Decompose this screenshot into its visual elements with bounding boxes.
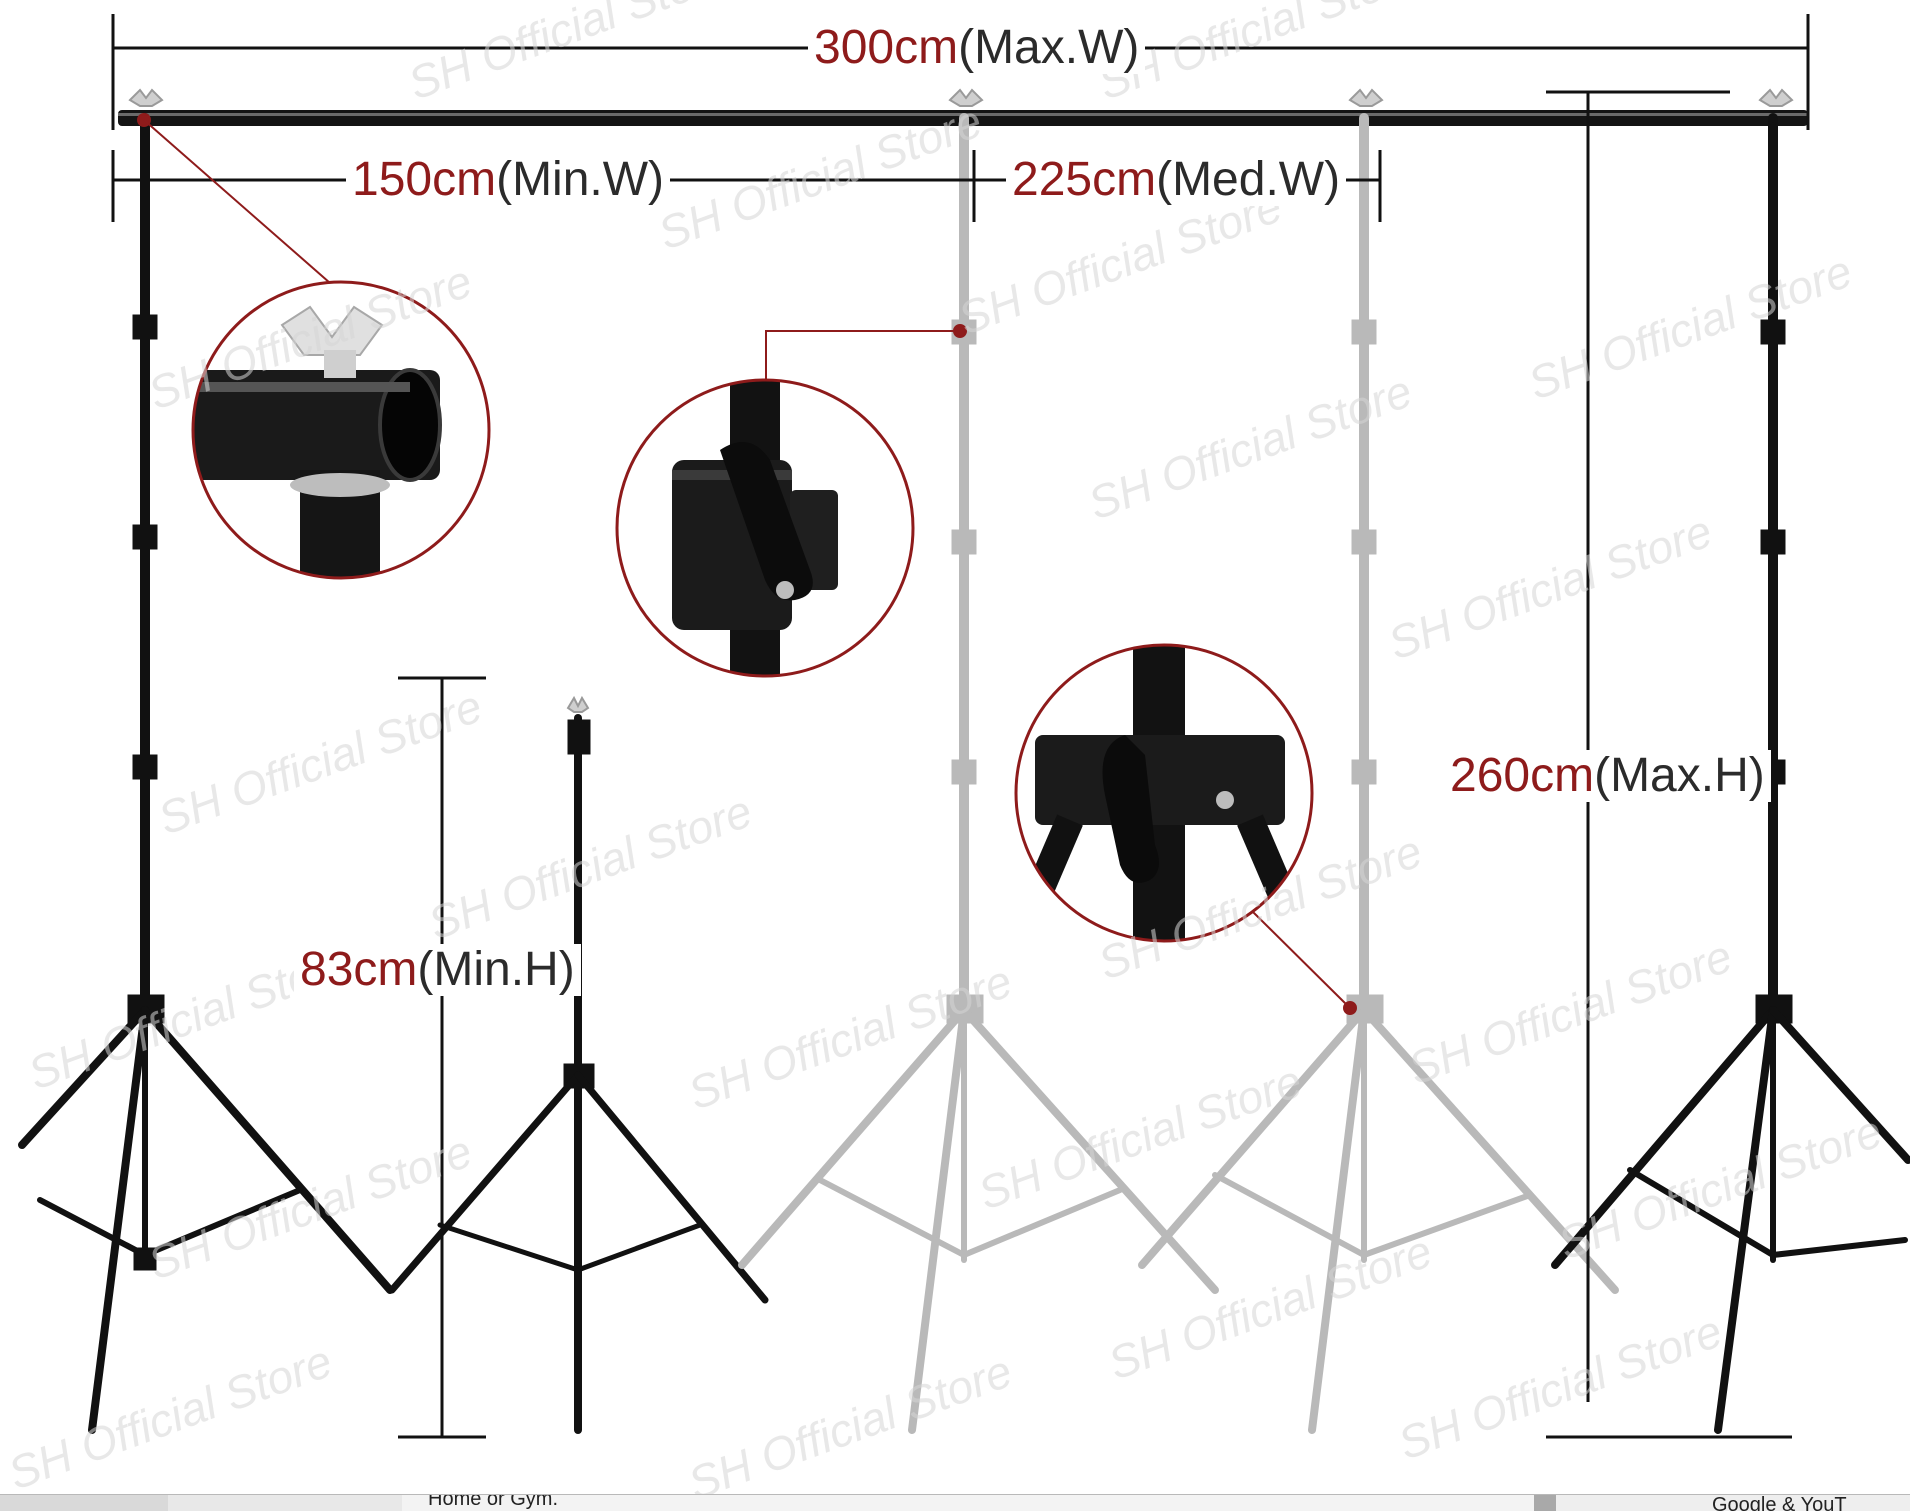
dimension-min-width-label: 150cm(Min.W) xyxy=(346,153,671,206)
strip-cell xyxy=(1556,1495,1910,1511)
callout-leaders xyxy=(137,113,1357,1015)
strip-cell xyxy=(168,1495,403,1511)
strip-cell xyxy=(402,1495,1535,1511)
dimension-caption: (Med.W) xyxy=(1156,153,1341,206)
detail-crossbar-clamp xyxy=(191,280,491,580)
strip-left-text: Home or Gym. xyxy=(428,1494,559,1510)
strip-cell xyxy=(0,1495,169,1511)
dimension-caption: (Min.H) xyxy=(417,943,575,996)
dimension-caption: (Max.H) xyxy=(1594,749,1765,802)
dimension-value: 83cm xyxy=(300,943,418,996)
wing-nuts xyxy=(128,88,1794,713)
stand-left xyxy=(18,113,394,1434)
dimension-max-height-label: 260cm(Max.H) xyxy=(1444,750,1771,802)
stand-ghost-middle xyxy=(738,113,1219,1434)
bottom-page-strip: Home or Gym. Google & YouT xyxy=(0,1494,1910,1511)
dimension-min-height-label: 83cm(Min.H) xyxy=(294,944,581,996)
dimension-value: 260cm xyxy=(1450,749,1595,802)
dimension-caption: (Min.W) xyxy=(496,153,665,206)
dimension-value: 225cm xyxy=(1012,153,1157,206)
dimension-med-width-label: 225cm(Med.W) xyxy=(1006,153,1347,206)
detail-leg-hub-lock xyxy=(1014,643,1314,943)
strip-right-text[interactable]: Google & YouT xyxy=(1712,1494,1847,1511)
dimension-value: 300cm xyxy=(814,21,959,74)
dimension-value: 150cm xyxy=(352,153,497,206)
detail-height-lock xyxy=(615,378,915,678)
dimension-max-width-label: 300cm(Max.W) xyxy=(808,21,1146,74)
strip-scrollbar[interactable] xyxy=(1534,1495,1557,1511)
dimension-caption: (Max.W) xyxy=(958,21,1140,74)
stand-short xyxy=(388,714,769,1434)
